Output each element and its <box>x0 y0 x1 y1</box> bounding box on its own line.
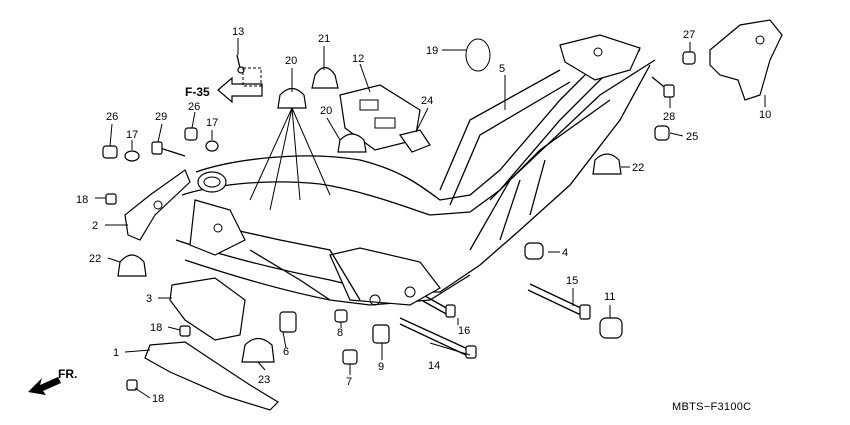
callout-20a: 20 <box>285 55 297 67</box>
forward-arrow-icon <box>28 377 61 395</box>
callout-22a: 22 <box>89 253 101 265</box>
part-8-collar <box>334 309 348 323</box>
callout-24: 24 <box>421 95 433 107</box>
callout-8: 8 <box>337 327 343 339</box>
callout-22b: 22 <box>632 162 644 174</box>
part-21-clamp <box>311 66 339 89</box>
callout-7: 7 <box>346 376 352 388</box>
part-6-collar <box>279 311 297 333</box>
part-17-washer-b <box>205 140 219 152</box>
callout-26b: 26 <box>188 101 200 113</box>
callout-17b: 17 <box>206 117 218 129</box>
part-23-clamp <box>241 337 275 363</box>
part-24-grommet <box>399 129 431 153</box>
part-13-screw <box>236 54 245 74</box>
part-10-rear-bracket <box>709 19 783 101</box>
part-16-bolt <box>422 295 456 318</box>
callout-4: 4 <box>562 247 568 259</box>
part-26-nut-a <box>102 145 118 159</box>
reference-arrow <box>217 67 263 104</box>
callout-23: 23 <box>258 374 270 386</box>
callout-6: 6 <box>283 346 289 358</box>
part-22-clip-right <box>592 153 622 175</box>
callout-3: 3 <box>146 293 152 305</box>
callout-18c: 18 <box>152 393 164 405</box>
drawing-code: MBTS−F3100C <box>672 401 751 413</box>
callout-28: 28 <box>663 111 675 123</box>
callout-12: 12 <box>352 53 364 65</box>
part-15-long-bolt <box>527 283 591 320</box>
part-18-bolt-b <box>179 325 191 337</box>
main-frame <box>175 34 656 306</box>
part-10-hole <box>755 35 765 45</box>
callout-29: 29 <box>155 111 167 123</box>
part-2-bracket <box>124 169 191 241</box>
part-19-band <box>465 38 491 72</box>
reference-label: F-35 <box>185 85 210 99</box>
part-26-nut-b <box>184 127 198 141</box>
part-11-cap <box>599 317 623 339</box>
callout-27: 27 <box>683 29 695 41</box>
part-29-bolt <box>151 141 186 157</box>
part-3-side-cover <box>169 277 246 341</box>
part-14-long-bolt <box>399 317 477 359</box>
callout-18a: 18 <box>76 194 88 206</box>
callout-5: 5 <box>499 63 505 75</box>
part-20-clamp-a <box>277 87 307 109</box>
callout-2: 2 <box>92 220 98 232</box>
part-7-collar <box>342 349 358 365</box>
part-18-bolt-a <box>105 193 117 205</box>
leader-lines <box>95 38 766 399</box>
callout-13: 13 <box>232 26 244 38</box>
part-12-slot-b <box>374 117 396 129</box>
callout-20b: 20 <box>320 105 332 117</box>
callout-9: 9 <box>378 361 384 373</box>
callout-25: 25 <box>686 131 698 143</box>
part-17-washer-a <box>124 150 140 162</box>
part-12-slot-a <box>359 99 379 111</box>
forward-label: FR. <box>58 367 77 381</box>
part-28-bolt <box>651 76 675 98</box>
callout-19: 19 <box>426 45 438 57</box>
callout-17a: 17 <box>126 129 138 141</box>
part-2-hole <box>153 200 163 210</box>
callout-11: 11 <box>604 291 615 303</box>
part-22-clip-left <box>117 254 147 277</box>
callout-15: 15 <box>566 275 578 287</box>
part-20-clamp-b <box>337 133 367 153</box>
part-4-cap <box>524 242 544 260</box>
part-27-nut <box>682 51 696 65</box>
callout-21: 21 <box>318 33 330 45</box>
callout-1: 1 <box>113 347 119 359</box>
callout-16: 16 <box>458 325 470 337</box>
part-18-bolt-c <box>126 379 138 391</box>
callout-14: 14 <box>428 360 440 372</box>
part-1-lower-cover <box>144 341 279 411</box>
part-9-collar <box>372 324 390 344</box>
callout-18b: 18 <box>150 322 162 334</box>
callout-10: 10 <box>759 109 771 121</box>
part-25-cap <box>654 125 670 141</box>
callout-26a: 26 <box>106 111 118 123</box>
callout-labels: 1 2 3 4 5 6 7 8 9 10 11 12 13 14 15 16 1… <box>76 26 771 405</box>
